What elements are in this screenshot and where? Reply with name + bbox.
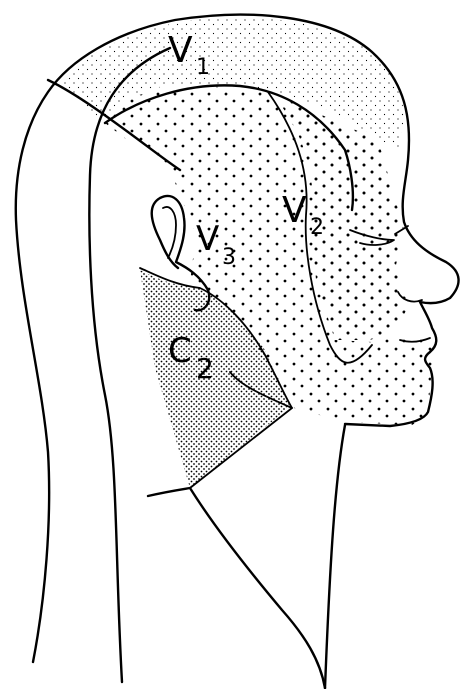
svg-text:3: 3 <box>222 245 236 270</box>
front-neck-line <box>325 425 345 688</box>
shoulder-line <box>148 488 325 688</box>
svg-text:V: V <box>196 219 219 259</box>
svg-text:C: C <box>168 331 192 371</box>
svg-text:2: 2 <box>196 352 214 385</box>
svg-text:2: 2 <box>310 215 324 240</box>
svg-text:V: V <box>282 190 307 231</box>
svg-text:V: V <box>168 30 193 71</box>
svg-text:1: 1 <box>196 55 210 80</box>
